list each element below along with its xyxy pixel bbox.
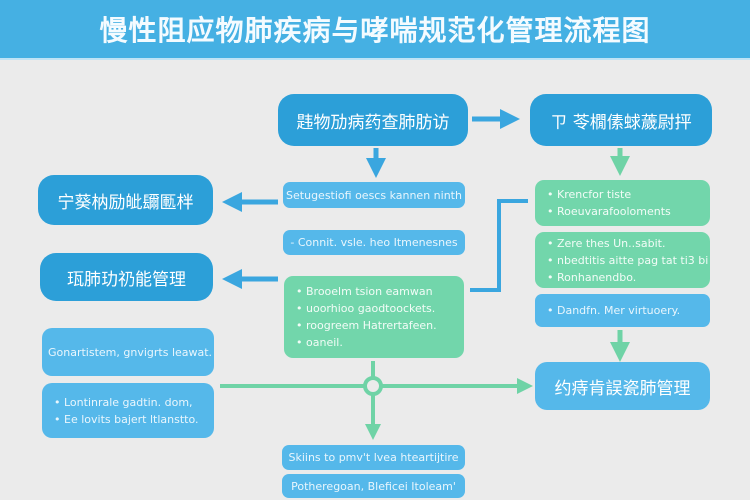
right-light-item: Dandfn. Mer virtuoery.	[547, 302, 680, 319]
green-center-item: Brooelm tsion eamwan	[296, 283, 433, 300]
node-center-2-label: - Connit. vsle. heo Itmenesnes	[290, 236, 458, 249]
node-start-label: 韪物劢病药查肺肪访	[296, 112, 450, 133]
node-bottom-2[interactable]: Potheregoan, Bleficei Itoleam'	[282, 474, 465, 498]
green-right-2-item: nbedtitis aitte pag tat ti3 bi	[547, 252, 708, 269]
node-top-right[interactable]: ㄗ 苓橌傃蛷薉尉抨	[530, 94, 712, 146]
green-right-1-item: Krencfor tiste	[547, 186, 631, 203]
node-bottom-right[interactable]: 约痔肯誤瓷肺管理	[535, 362, 710, 410]
green-center-item: oaneil.	[296, 334, 343, 351]
node-bottom-right-label: 约痔肯誤瓷肺管理	[554, 378, 691, 399]
node-top-right-label: ㄗ 苓橌傃蛷薉尉抨	[550, 112, 692, 133]
green-right-2-item: Zere thes Un..sabit.	[547, 235, 665, 252]
node-left-lower-2[interactable]: Lontinrale gadtin. dom, Ee lovits bajert…	[42, 383, 214, 438]
node-bottom-1[interactable]: Skiins to pmv't lvea hteartijtire	[282, 445, 465, 470]
node-right-light[interactable]: Dandfn. Mer virtuoery.	[535, 294, 710, 327]
node-left-1[interactable]: 宁葵枘励皉镾匭柈	[38, 175, 213, 225]
green-right-1-item: Roeuvarafooloments	[547, 203, 671, 220]
left-lower-2-item: Ee lovits bajert ltlanstto.	[54, 411, 199, 428]
node-green-center[interactable]: Brooelm tsion eamwan uoorhioo gaodtoocke…	[284, 276, 464, 358]
node-left-2-label: 珁肺玏礽能管理	[67, 269, 186, 290]
junction-node	[363, 376, 383, 396]
node-bottom-2-label: Potheregoan, Bleficei Itoleam'	[291, 479, 456, 493]
title-bar: 慢性阻应物肺疾病与哮喘规范化管理流程图	[0, 0, 750, 60]
green-center-item: roogreem Hatrertafeen.	[296, 317, 437, 334]
node-center-1[interactable]: Setugestiofi oescs kannen ninth	[283, 182, 465, 208]
node-center-1-label: Setugestiofi oescs kannen ninth	[286, 188, 462, 202]
node-left-1-label: 宁葵枘励皉镾匭柈	[57, 192, 194, 213]
node-left-2[interactable]: 珁肺玏礽能管理	[40, 253, 213, 301]
node-green-right-2[interactable]: Zere thes Un..sabit. nbedtitis aitte pag…	[535, 232, 710, 288]
left-lower-2-item: Lontinrale gadtin. dom,	[54, 394, 193, 411]
page-title: 慢性阻应物肺疾病与哮喘规范化管理流程图	[99, 14, 651, 47]
node-center-2[interactable]: - Connit. vsle. heo Itmenesnes	[283, 230, 465, 255]
green-right-2-item: Ronhanendbo.	[547, 269, 636, 286]
node-start[interactable]: 韪物劢病药查肺肪访	[278, 94, 468, 146]
node-left-lower-1[interactable]: Gonartistem, gnvigrts leawat.	[42, 328, 214, 376]
green-center-item: uoorhioo gaodtoockets.	[296, 300, 435, 317]
node-bottom-1-label: Skiins to pmv't lvea hteartijtire	[288, 451, 459, 464]
elbow-connector	[470, 199, 528, 292]
node-left-lower-1-label: Gonartistem, gnvigrts leawat.	[48, 345, 213, 359]
node-green-right-1[interactable]: Krencfor tiste Roeuvarafooloments	[535, 180, 710, 226]
